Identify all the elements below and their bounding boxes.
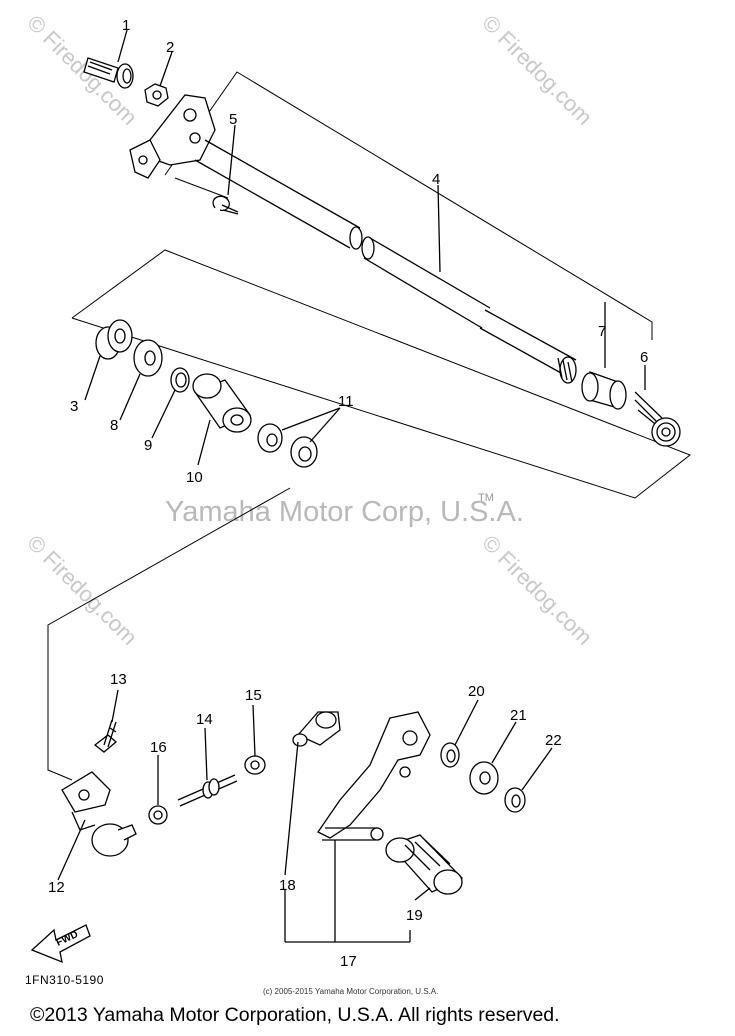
leader-10 (197, 419, 211, 466)
callout-15: 15 (245, 687, 262, 704)
callout-22: 22 (545, 732, 562, 749)
bracket-washer-group (71, 249, 691, 499)
callout-7: 7 (598, 323, 606, 340)
leader-3 (84, 355, 101, 401)
bushing-part-10 (192, 373, 252, 433)
circlip-part-20 (440, 742, 460, 768)
callout-18: 18 (279, 877, 296, 894)
nut-part-2 (144, 83, 169, 107)
callout-10: 10 (186, 469, 203, 486)
leader-1 (117, 29, 128, 63)
leader-14 (204, 727, 208, 781)
trademark-mark: TM (478, 492, 494, 504)
pedal-rubber-part-19 (385, 834, 464, 895)
nut-part-15 (244, 755, 266, 775)
callout-20: 20 (468, 683, 485, 700)
leader-11b (309, 407, 341, 443)
small-copyright: (c) 2005-2015 Yamaha Motor Corporation, … (263, 987, 439, 996)
shift-pedal-part-17 (317, 711, 431, 841)
leader-21 (491, 721, 517, 764)
shift-rod-part-14 (177, 774, 238, 807)
part-code: 1FN310-5190 (25, 973, 104, 987)
callout-4: 4 (432, 171, 440, 188)
leader-12 (57, 819, 86, 881)
callout-13: 13 (110, 671, 127, 688)
callout-21: 21 (510, 707, 527, 724)
rod-end-part-18 (292, 711, 341, 747)
bolt-part-1 (83, 57, 134, 89)
callout-9: 9 (144, 437, 152, 454)
bracket-shaft-group (164, 71, 653, 340)
oil-seal-part-11 (257, 423, 318, 468)
callout-17: 17 (340, 953, 357, 970)
bracket-pedal-group (47, 487, 291, 781)
leader-9 (151, 389, 176, 439)
collar-part-7 (581, 371, 627, 410)
callout-3: 3 (70, 398, 78, 415)
callout-14: 14 (196, 711, 213, 728)
leader-18 (284, 741, 299, 876)
leader-20 (454, 699, 479, 746)
leader-5 (227, 124, 236, 196)
callout-8: 8 (110, 417, 118, 434)
bolt-part-13 (93, 719, 118, 753)
fwd-arrow-icon: FWD (30, 924, 91, 964)
circlip-part-5 (212, 195, 239, 215)
bracket-shaft-left (174, 177, 229, 199)
spring-part-6 (634, 391, 681, 447)
leader-11a (281, 407, 341, 431)
circlip-part-9 (170, 367, 190, 393)
callout-2: 2 (166, 39, 174, 56)
leader-4 (437, 184, 441, 273)
callout-5: 5 (229, 111, 237, 128)
callout-19: 19 (406, 907, 423, 924)
leader-15 (252, 704, 256, 757)
circlip-part-22 (504, 787, 526, 813)
callout-16: 16 (150, 739, 167, 756)
callout-1: 1 (122, 17, 130, 34)
nut-part-16 (148, 805, 168, 825)
washer-part-8 (133, 339, 163, 377)
footer-copyright: ©2013 Yamaha Motor Corporation, U.S.A. A… (30, 1004, 560, 1026)
leader-8 (119, 373, 141, 421)
callout-12: 12 (48, 879, 65, 896)
leader-13 (111, 689, 119, 723)
callout-11: 11 (338, 393, 354, 410)
washer-part-21 (469, 761, 499, 795)
seal-part-3 (95, 319, 133, 360)
callout-6: 6 (640, 349, 648, 366)
center-watermark: Yamaha Motor Corp, U.S.A. (165, 496, 524, 528)
shift-shaft-part-4 (194, 139, 577, 384)
shift-arm (129, 94, 216, 179)
leader-22 (521, 747, 553, 791)
rod-joint-part-12 (61, 771, 137, 857)
leader-2 (159, 51, 173, 87)
leader-19 (414, 887, 431, 901)
